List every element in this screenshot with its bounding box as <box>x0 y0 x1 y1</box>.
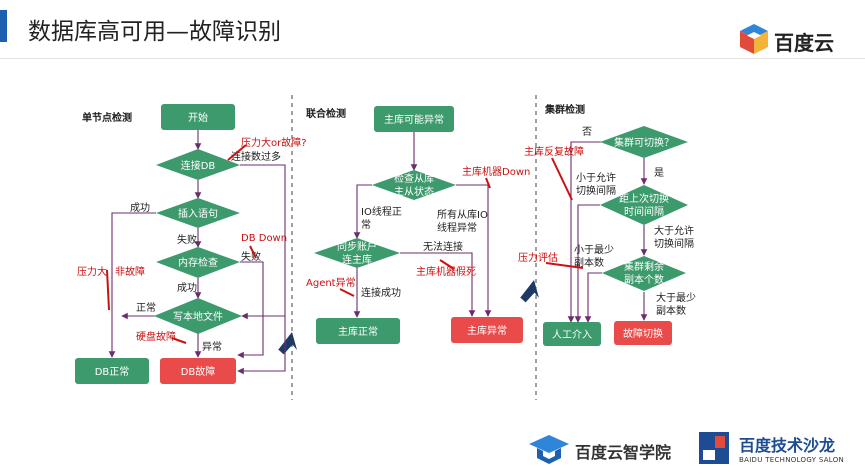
node-check-slave <box>372 170 456 200</box>
top-logo-text: 百度云 <box>774 31 834 55</box>
label-greater-interval-l2: 切换间隔 <box>654 237 694 250</box>
cloud-cube-icon <box>740 24 768 54</box>
node-failover-label: 故障切换 <box>623 327 663 340</box>
label-all-io-l2: 线程异常 <box>437 221 477 234</box>
footer-left-text: 百度云智学院 <box>575 443 672 462</box>
label-no: 否 <box>582 126 592 138</box>
label-yes: 是 <box>654 167 664 179</box>
red-pointer-marks-joint <box>339 177 491 297</box>
title-accent-bar <box>0 10 7 42</box>
transition-arrow-1 <box>278 332 297 355</box>
node-write-file-label: 写本地文件 <box>173 310 223 323</box>
node-sync-account-l2: 连主库 <box>342 253 372 266</box>
node-insert <box>156 198 240 228</box>
node-db-ok-label: DB正常 <box>95 365 130 378</box>
label-disk-fault: 硬盘故障 <box>136 330 176 343</box>
node-connect-db-label: 连接DB <box>181 159 216 172</box>
node-check-slave-l1: 检查从库 <box>394 172 434 185</box>
node-replica-count-l1: 集群剩余 <box>624 260 664 273</box>
footer-right-text: 百度技术沙龙 <box>739 436 836 455</box>
node-connect-db <box>156 149 240 180</box>
page-title: 数据库高可用—故障识别 <box>28 19 281 45</box>
label-master-down: 主库机器Down <box>462 165 530 178</box>
section-title-cluster: 集群检测 <box>544 103 585 116</box>
label-less-min-l1: 小于最少 <box>574 244 614 256</box>
graduation-cap-icon <box>529 435 569 464</box>
node-failover <box>614 321 672 345</box>
label-less-min-l2: 副本数 <box>574 256 604 269</box>
node-sync-account-l1: 同步账户 <box>337 240 377 253</box>
label-cannot-connect: 无法连接 <box>423 240 463 253</box>
node-master-ok <box>316 318 400 344</box>
label-io-ok-l1: IO线程正 <box>361 205 402 218</box>
label-normal: 正常 <box>136 301 156 314</box>
label-agent-abnormal: Agent异常 <box>306 276 356 289</box>
label-greater-min-l1: 大于最少 <box>656 291 696 304</box>
node-master-bad-label: 主库异常 <box>467 324 507 337</box>
label-success-1: 成功 <box>130 202 150 214</box>
baidu-tech-salon-logo: 百度技术沙龙 BAIDU TECHNOLOGY SALON <box>697 430 865 472</box>
node-cluster-switchable <box>600 126 688 158</box>
baidu-cloud-academy-logo: 百度云智学院 <box>527 432 697 468</box>
label-abnormal: 异常 <box>202 340 222 353</box>
label-all-io-l1: 所有从库IO <box>437 208 488 221</box>
node-check-slave-l2: 主从状态 <box>394 185 434 198</box>
node-switch-interval-l1: 距上次切换 <box>619 192 669 205</box>
label-greater-interval-l1: 大于允许 <box>654 224 694 237</box>
label-io-ok-l2: 常 <box>361 218 371 231</box>
footer-right-en-text: BAIDU TECHNOLOGY SALON <box>739 456 845 464</box>
label-greater-min-l2: 副本数 <box>656 304 686 317</box>
label-master-fake-dead: 主库机器假死 <box>416 265 476 278</box>
node-sync-account <box>314 238 400 268</box>
label-success-2: 成功 <box>177 282 197 294</box>
node-memory-label: 内存检查 <box>178 256 218 269</box>
label-fail-2: 失败 <box>241 250 261 263</box>
node-cluster-switchable-label: 集群可切换？ <box>614 136 674 149</box>
label-connect-ok: 连接成功 <box>361 286 401 299</box>
label-not-fault: 非故障 <box>115 265 145 278</box>
label-pressure-or-fault: 压力大or故障? <box>241 136 307 149</box>
node-write-file <box>154 298 242 334</box>
node-start <box>161 104 235 130</box>
node-master-maybe-label: 主库可能异常 <box>384 113 444 126</box>
label-master-repeat-fault: 主库反复故障 <box>524 145 584 158</box>
node-db-ok <box>75 358 149 384</box>
node-memory <box>156 247 240 278</box>
baidu-cloud-logo: 百度云 <box>736 22 856 56</box>
label-pressure-eval: 压力评估 <box>518 251 558 264</box>
node-master-maybe <box>374 106 454 132</box>
node-replica-count-l2: 副本个数 <box>624 273 664 286</box>
label-pressure-big: 压力大 <box>77 265 107 278</box>
node-manual <box>543 322 601 346</box>
salon-square-icon <box>699 432 729 464</box>
label-db-down: DB Down <box>241 233 287 244</box>
node-insert-label: 插入语句 <box>178 207 218 220</box>
node-db-fault <box>160 358 236 384</box>
label-fail-1: 失败 <box>177 233 197 246</box>
header-divider <box>0 58 865 59</box>
red-pointer-marks-cluster <box>545 157 584 269</box>
label-less-interval-l2: 切换间隔 <box>576 184 616 197</box>
node-master-ok-label: 主库正常 <box>338 325 378 338</box>
node-master-bad <box>451 317 523 343</box>
node-db-fault-label: DB故障 <box>181 365 216 378</box>
label-less-interval-l1: 小于允许 <box>576 171 616 184</box>
node-start-label: 开始 <box>188 111 208 124</box>
node-replica-count <box>602 256 686 291</box>
node-switch-interval-l2: 时间间隔 <box>624 205 664 218</box>
node-manual-label: 人工介入 <box>552 329 592 341</box>
node-switch-interval <box>600 185 688 225</box>
section-title-single: 单节点检测 <box>82 111 132 124</box>
red-pointer-marks <box>106 144 257 344</box>
transition-arrow-2 <box>520 280 539 303</box>
label-conn-too-many: 连接数过多 <box>231 150 281 163</box>
section-title-joint: 联合检测 <box>306 107 346 120</box>
